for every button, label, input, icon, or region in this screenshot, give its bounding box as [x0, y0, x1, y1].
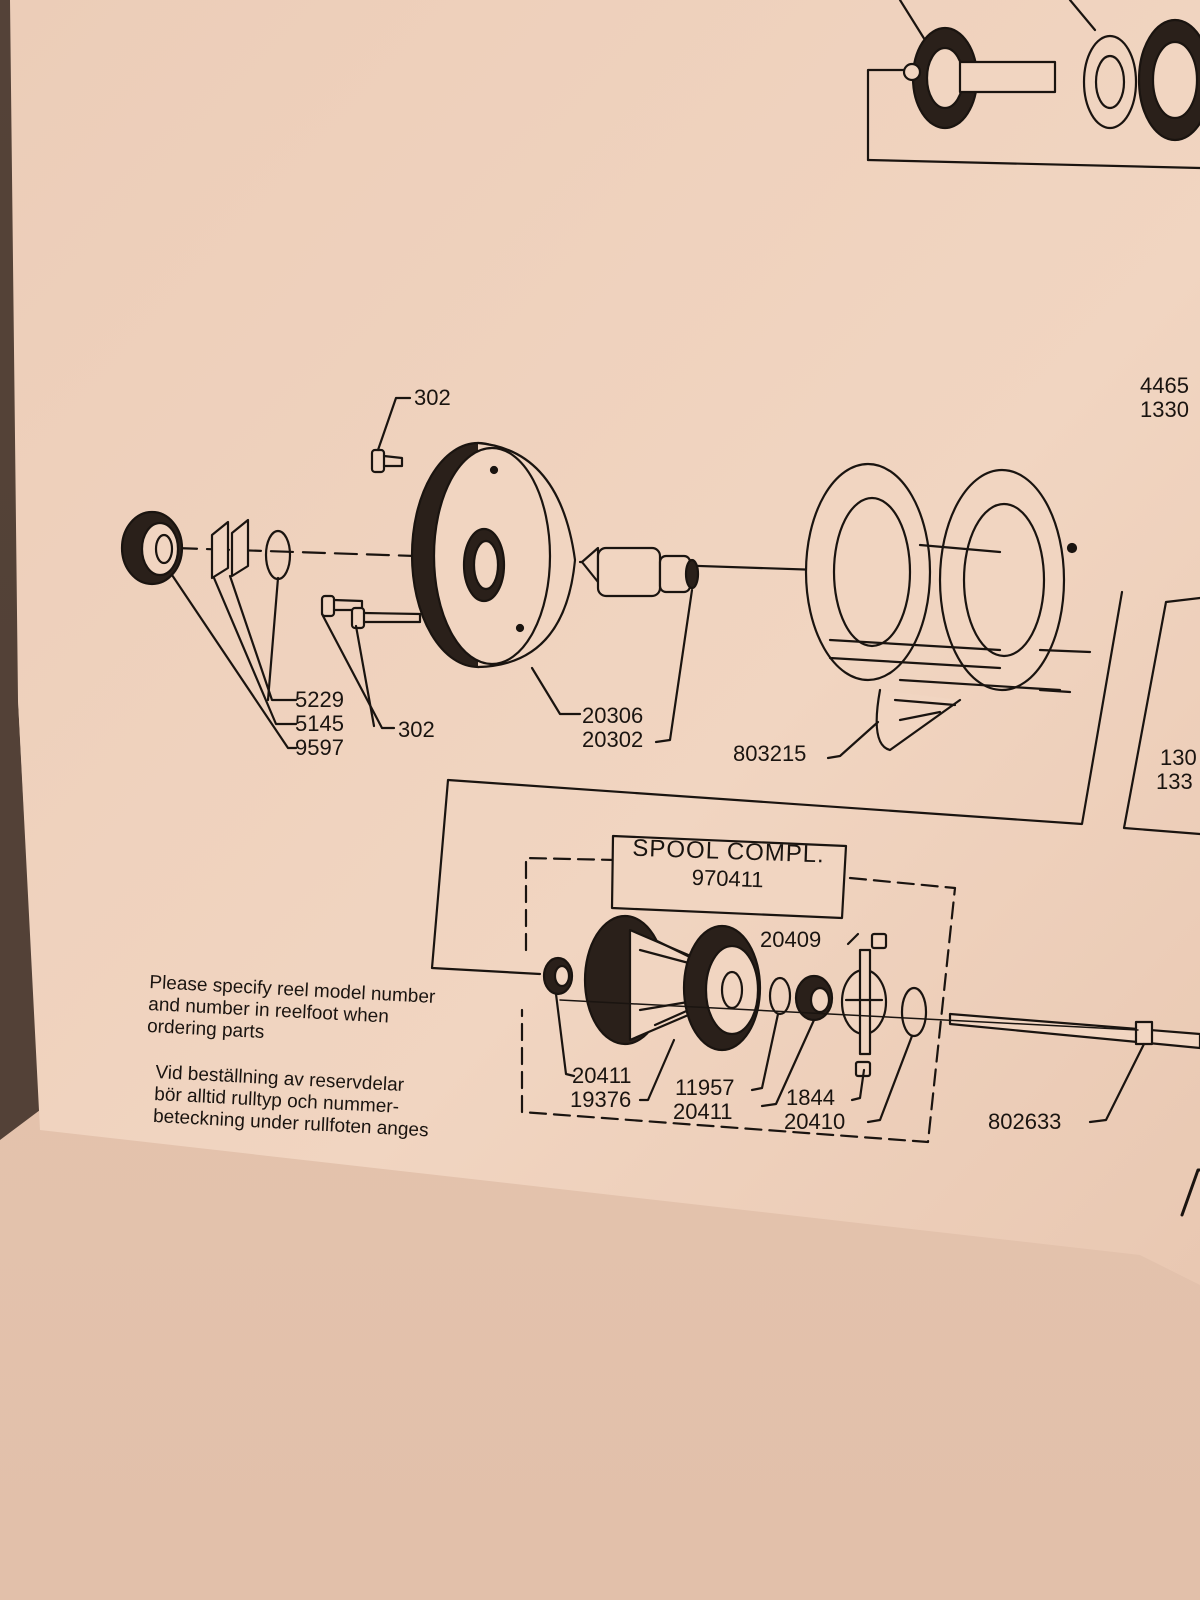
left-shadow: [0, 0, 40, 1140]
connector-box-line: [430, 590, 1124, 976]
spool-compl-label: SPOOL COMPL. 970411: [612, 834, 844, 904]
leader-lines-upper: [170, 573, 880, 760]
part-20411-bearing-right: [794, 974, 834, 1022]
label-4465: 4465: [1140, 373, 1189, 398]
label-5145: 5145: [295, 711, 344, 736]
label-20306: 20306: [582, 703, 644, 728]
part-bushing: [580, 546, 700, 598]
label-11957: 11957: [675, 1075, 735, 1100]
label-5229: 5229: [295, 687, 344, 712]
label-20409: 20409: [760, 927, 822, 952]
top-gear-assembly: [866, 0, 1200, 170]
part-11957-washer: [768, 976, 792, 1016]
part-20306-sideplate: [410, 441, 577, 669]
label-19376: 19376: [570, 1087, 632, 1112]
label-20411-right: 20411: [673, 1099, 733, 1124]
part-20410-pawl: [840, 932, 888, 1078]
label-133: 133: [1156, 769, 1193, 794]
part-20411-bearing-left: [542, 956, 574, 996]
label-9597: 9597: [295, 735, 344, 760]
label-1330: 1330: [1140, 397, 1189, 422]
right-partial-box: [1122, 596, 1200, 836]
label-20410: 20410: [784, 1109, 846, 1134]
part-803215-frame: [804, 462, 1092, 752]
part-9597-nut: [120, 510, 184, 586]
label-20302: 20302: [582, 727, 644, 752]
spool-title-box: [610, 834, 848, 920]
label-803215: 803215: [733, 741, 807, 766]
part-o-ring: [900, 986, 928, 1038]
spool-dashed-box: [520, 856, 957, 1144]
partial-letter: [1180, 1168, 1200, 1217]
leader-lines-lower: [554, 932, 1146, 1124]
label-802633: 802633: [988, 1109, 1062, 1134]
part-5145-washers: [210, 518, 250, 580]
paper-sheet: [10, 0, 1200, 1285]
label-302-top: 302: [414, 385, 451, 410]
label-130: 130: [1160, 745, 1197, 770]
part-19376-spool: [583, 914, 762, 1052]
label-20411-left: 20411: [572, 1063, 632, 1088]
label-1844: 1844: [786, 1085, 835, 1110]
part-302-screws-bottom: [320, 594, 422, 630]
part-302-screw-top: [370, 396, 412, 474]
axis-line-bottom: [559, 999, 1139, 1031]
label-302-bottom: 302: [398, 717, 435, 742]
